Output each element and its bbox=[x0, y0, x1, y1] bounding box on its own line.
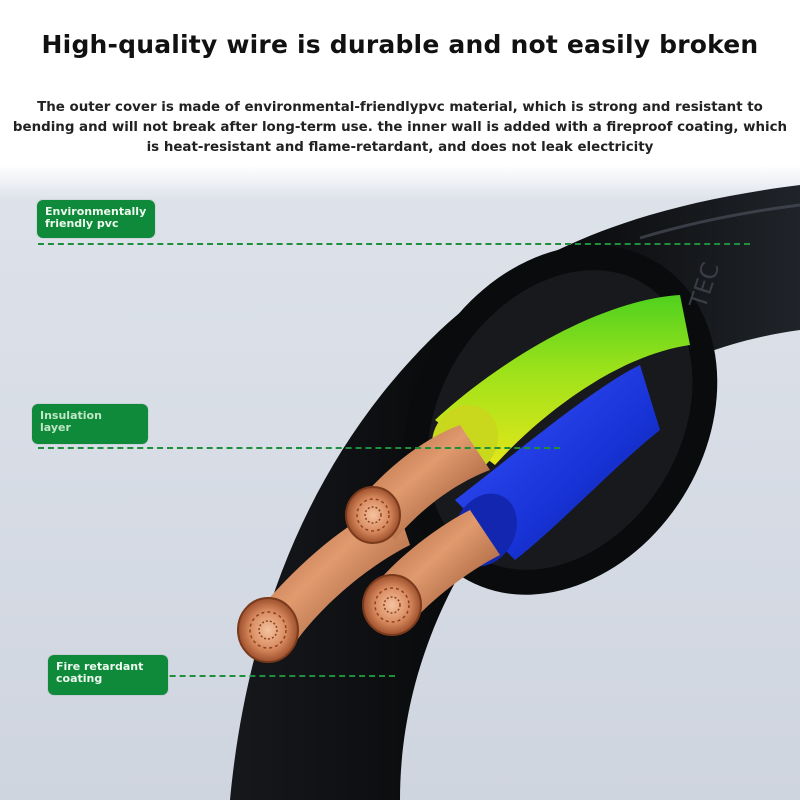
sheath-highlight bbox=[639, 203, 800, 240]
copper-conductor-1-end bbox=[237, 597, 299, 663]
fire-leader-line bbox=[50, 675, 395, 677]
description-text: The outer cover is made of environmental… bbox=[12, 100, 788, 155]
copper-conductor-3-end bbox=[362, 574, 422, 636]
label-fire-retardant-coating: Fire retardant coating bbox=[48, 655, 168, 695]
label-insulation-layer: Insulation layer bbox=[32, 404, 148, 444]
pvc-leader-line bbox=[38, 243, 750, 245]
label-environmentally-friendly-pvc: Environmentally friendly pvc bbox=[37, 200, 155, 238]
insulation-leader-line bbox=[38, 447, 560, 449]
copper-conductor-2-end bbox=[345, 486, 401, 544]
earth-wire-insulation bbox=[435, 295, 690, 465]
page-title: High-quality wire is durable and not eas… bbox=[41, 30, 759, 59]
